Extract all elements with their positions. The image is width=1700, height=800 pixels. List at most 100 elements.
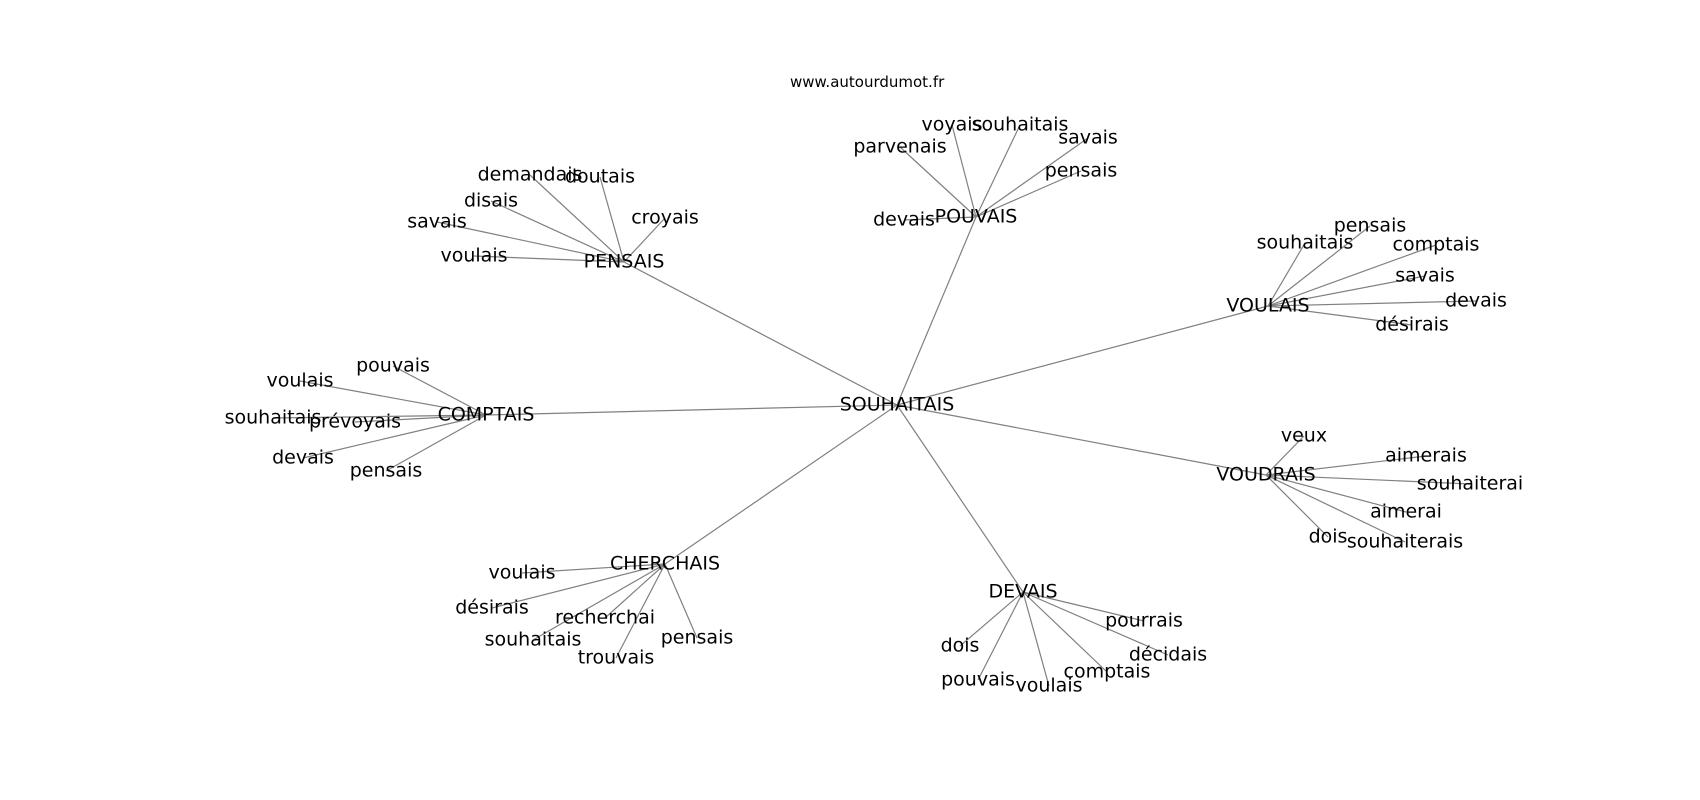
edge-hub-to-leaf — [490, 200, 625, 263]
leaf-word-node[interactable]: souhaitais — [1257, 232, 1354, 254]
edge-hub-to-leaf — [599, 176, 625, 263]
edge-hub-to-leaf — [1267, 242, 1306, 307]
leaf-word-node[interactable]: savais — [1058, 127, 1118, 149]
source-site-label: www.autourdumot.fr — [790, 73, 945, 91]
leaf-word-node[interactable]: voulais — [266, 370, 333, 392]
edge-hub-to-leaf — [975, 124, 1021, 218]
edge-center-to-hub — [896, 404, 1024, 593]
edge-hub-to-leaf — [302, 414, 487, 459]
leaf-word-node[interactable]: parvenais — [853, 136, 946, 158]
edge-hub-to-leaf — [951, 124, 977, 218]
edge-center-to-hub — [896, 305, 1269, 406]
leaf-word-node[interactable]: aimerai — [1370, 501, 1442, 523]
edge-hub-to-leaf — [1265, 474, 1407, 513]
leaf-word-node[interactable]: pourrais — [1105, 610, 1183, 632]
edge-layer — [272, 124, 1477, 687]
edge-hub-to-leaf — [1022, 591, 1108, 673]
leaf-word-node[interactable]: voulais — [1015, 675, 1082, 697]
edge-hub-to-leaf — [975, 170, 1082, 218]
edge-center-to-hub — [896, 216, 977, 406]
leaf-word-node[interactable]: souhaitais — [225, 407, 322, 429]
leaf-word-node[interactable]: devais — [873, 209, 935, 231]
edge-hub-to-leaf — [959, 591, 1024, 647]
hub-word-node[interactable]: VOUDRAIS — [1216, 464, 1315, 486]
edge-hub-to-leaf — [975, 137, 1089, 218]
leaf-word-node[interactable]: devais — [272, 447, 334, 469]
edge-hub-to-leaf — [977, 591, 1024, 681]
leaf-word-node[interactable]: aimerais — [1385, 445, 1467, 467]
edge-hub-to-leaf — [615, 563, 666, 659]
leaf-word-node[interactable]: voulais — [440, 245, 507, 267]
edge-hub-to-leaf — [385, 414, 487, 472]
leaf-word-node[interactable]: croyais — [631, 207, 699, 229]
edge-hub-to-leaf — [664, 563, 698, 639]
edge-hub-to-leaf — [1022, 591, 1050, 687]
leaf-word-node[interactable]: devais — [1445, 290, 1507, 312]
leaf-word-node[interactable]: souhaitais — [485, 629, 582, 651]
edge-hub-to-leaf — [1267, 275, 1426, 307]
label-layer: SOUHAITAISPOUVAISvoyaissouhaitaisparvena… — [225, 114, 1524, 697]
leaf-word-node[interactable]: pouvais — [356, 355, 430, 377]
edge-center-to-hub — [623, 261, 898, 406]
leaf-word-node[interactable]: demandais — [478, 164, 583, 186]
leaf-word-node[interactable]: pensais — [1045, 160, 1118, 182]
leaf-word-node[interactable]: prévoyais — [309, 411, 401, 433]
hub-word-node[interactable]: CHERCHAIS — [610, 553, 720, 575]
hub-word-node[interactable]: POUVAIS — [935, 206, 1018, 228]
leaf-word-node[interactable]: veux — [1281, 425, 1327, 447]
edge-hub-to-leaf — [604, 563, 666, 619]
leaf-word-node[interactable]: décidais — [1129, 644, 1207, 666]
hub-word-node[interactable]: DEVAIS — [988, 581, 1057, 603]
edge-hub-to-leaf — [529, 174, 625, 263]
leaf-word-node[interactable]: comptais — [1064, 661, 1151, 683]
leaf-word-node[interactable]: trouvais — [578, 647, 655, 669]
edge-hub-to-leaf — [1265, 474, 1471, 485]
edge-hub-to-leaf — [1022, 591, 1145, 622]
edge-hub-to-leaf — [436, 221, 625, 263]
leaf-word-node[interactable]: savais — [407, 211, 467, 233]
hub-word-node[interactable]: PENSAIS — [584, 251, 665, 273]
edge-hub-to-leaf — [299, 380, 487, 416]
leaf-word-node[interactable]: doutais — [565, 166, 635, 188]
leaf-word-node[interactable]: recherchai — [555, 607, 655, 629]
leaf-word-node[interactable]: pouvais — [941, 669, 1015, 691]
edge-hub-to-leaf — [473, 255, 625, 263]
leaf-word-node[interactable]: souhaiterai — [1417, 473, 1523, 495]
leaf-word-node[interactable]: souhaiterais — [1347, 531, 1463, 553]
leaf-word-node[interactable]: voulais — [488, 562, 555, 584]
edge-hub-to-leaf — [1265, 474, 1329, 538]
leaf-word-node[interactable]: désirais — [1375, 314, 1449, 336]
leaf-word-node[interactable]: souhaitais — [972, 114, 1069, 136]
leaf-word-node[interactable]: disais — [464, 190, 518, 212]
edge-hub-to-leaf — [1267, 305, 1413, 326]
center-word-node[interactable]: SOUHAITAIS — [840, 394, 955, 416]
leaf-word-node[interactable]: pensais — [350, 460, 423, 482]
hub-word-node[interactable]: COMPTAIS — [438, 404, 535, 426]
edge-hub-to-leaf — [392, 365, 487, 416]
leaf-word-node[interactable]: pensais — [661, 627, 734, 649]
edge-hub-to-leaf — [1267, 300, 1477, 307]
leaf-word-node[interactable]: voyais — [922, 114, 983, 136]
edge-hub-to-leaf — [899, 146, 977, 218]
leaf-word-node[interactable]: comptais — [1393, 234, 1480, 256]
leaf-word-node[interactable]: dois — [941, 635, 980, 657]
edge-hub-to-leaf — [1267, 225, 1371, 307]
edge-hub-to-leaf — [1265, 455, 1427, 476]
edge-center-to-hub — [664, 404, 898, 565]
leaf-word-node[interactable]: savais — [1395, 265, 1455, 287]
leaf-word-node[interactable]: pensais — [1334, 215, 1407, 237]
edge-hub-to-leaf — [354, 414, 487, 423]
edge-hub-to-leaf — [1265, 435, 1305, 476]
hub-word-node[interactable]: VOULAIS — [1226, 295, 1309, 317]
edge-hub-to-leaf — [272, 414, 487, 419]
edge-center-to-hub — [485, 404, 898, 416]
leaf-word-node[interactable]: désirais — [455, 597, 529, 619]
edge-hub-to-leaf — [521, 563, 666, 574]
edge-hub-to-leaf — [903, 216, 977, 221]
edge-hub-to-leaf — [491, 563, 666, 609]
leaf-word-node[interactable]: dois — [1309, 526, 1348, 548]
edge-hub-to-leaf — [1265, 474, 1406, 543]
edge-hub-to-leaf — [1022, 591, 1169, 656]
